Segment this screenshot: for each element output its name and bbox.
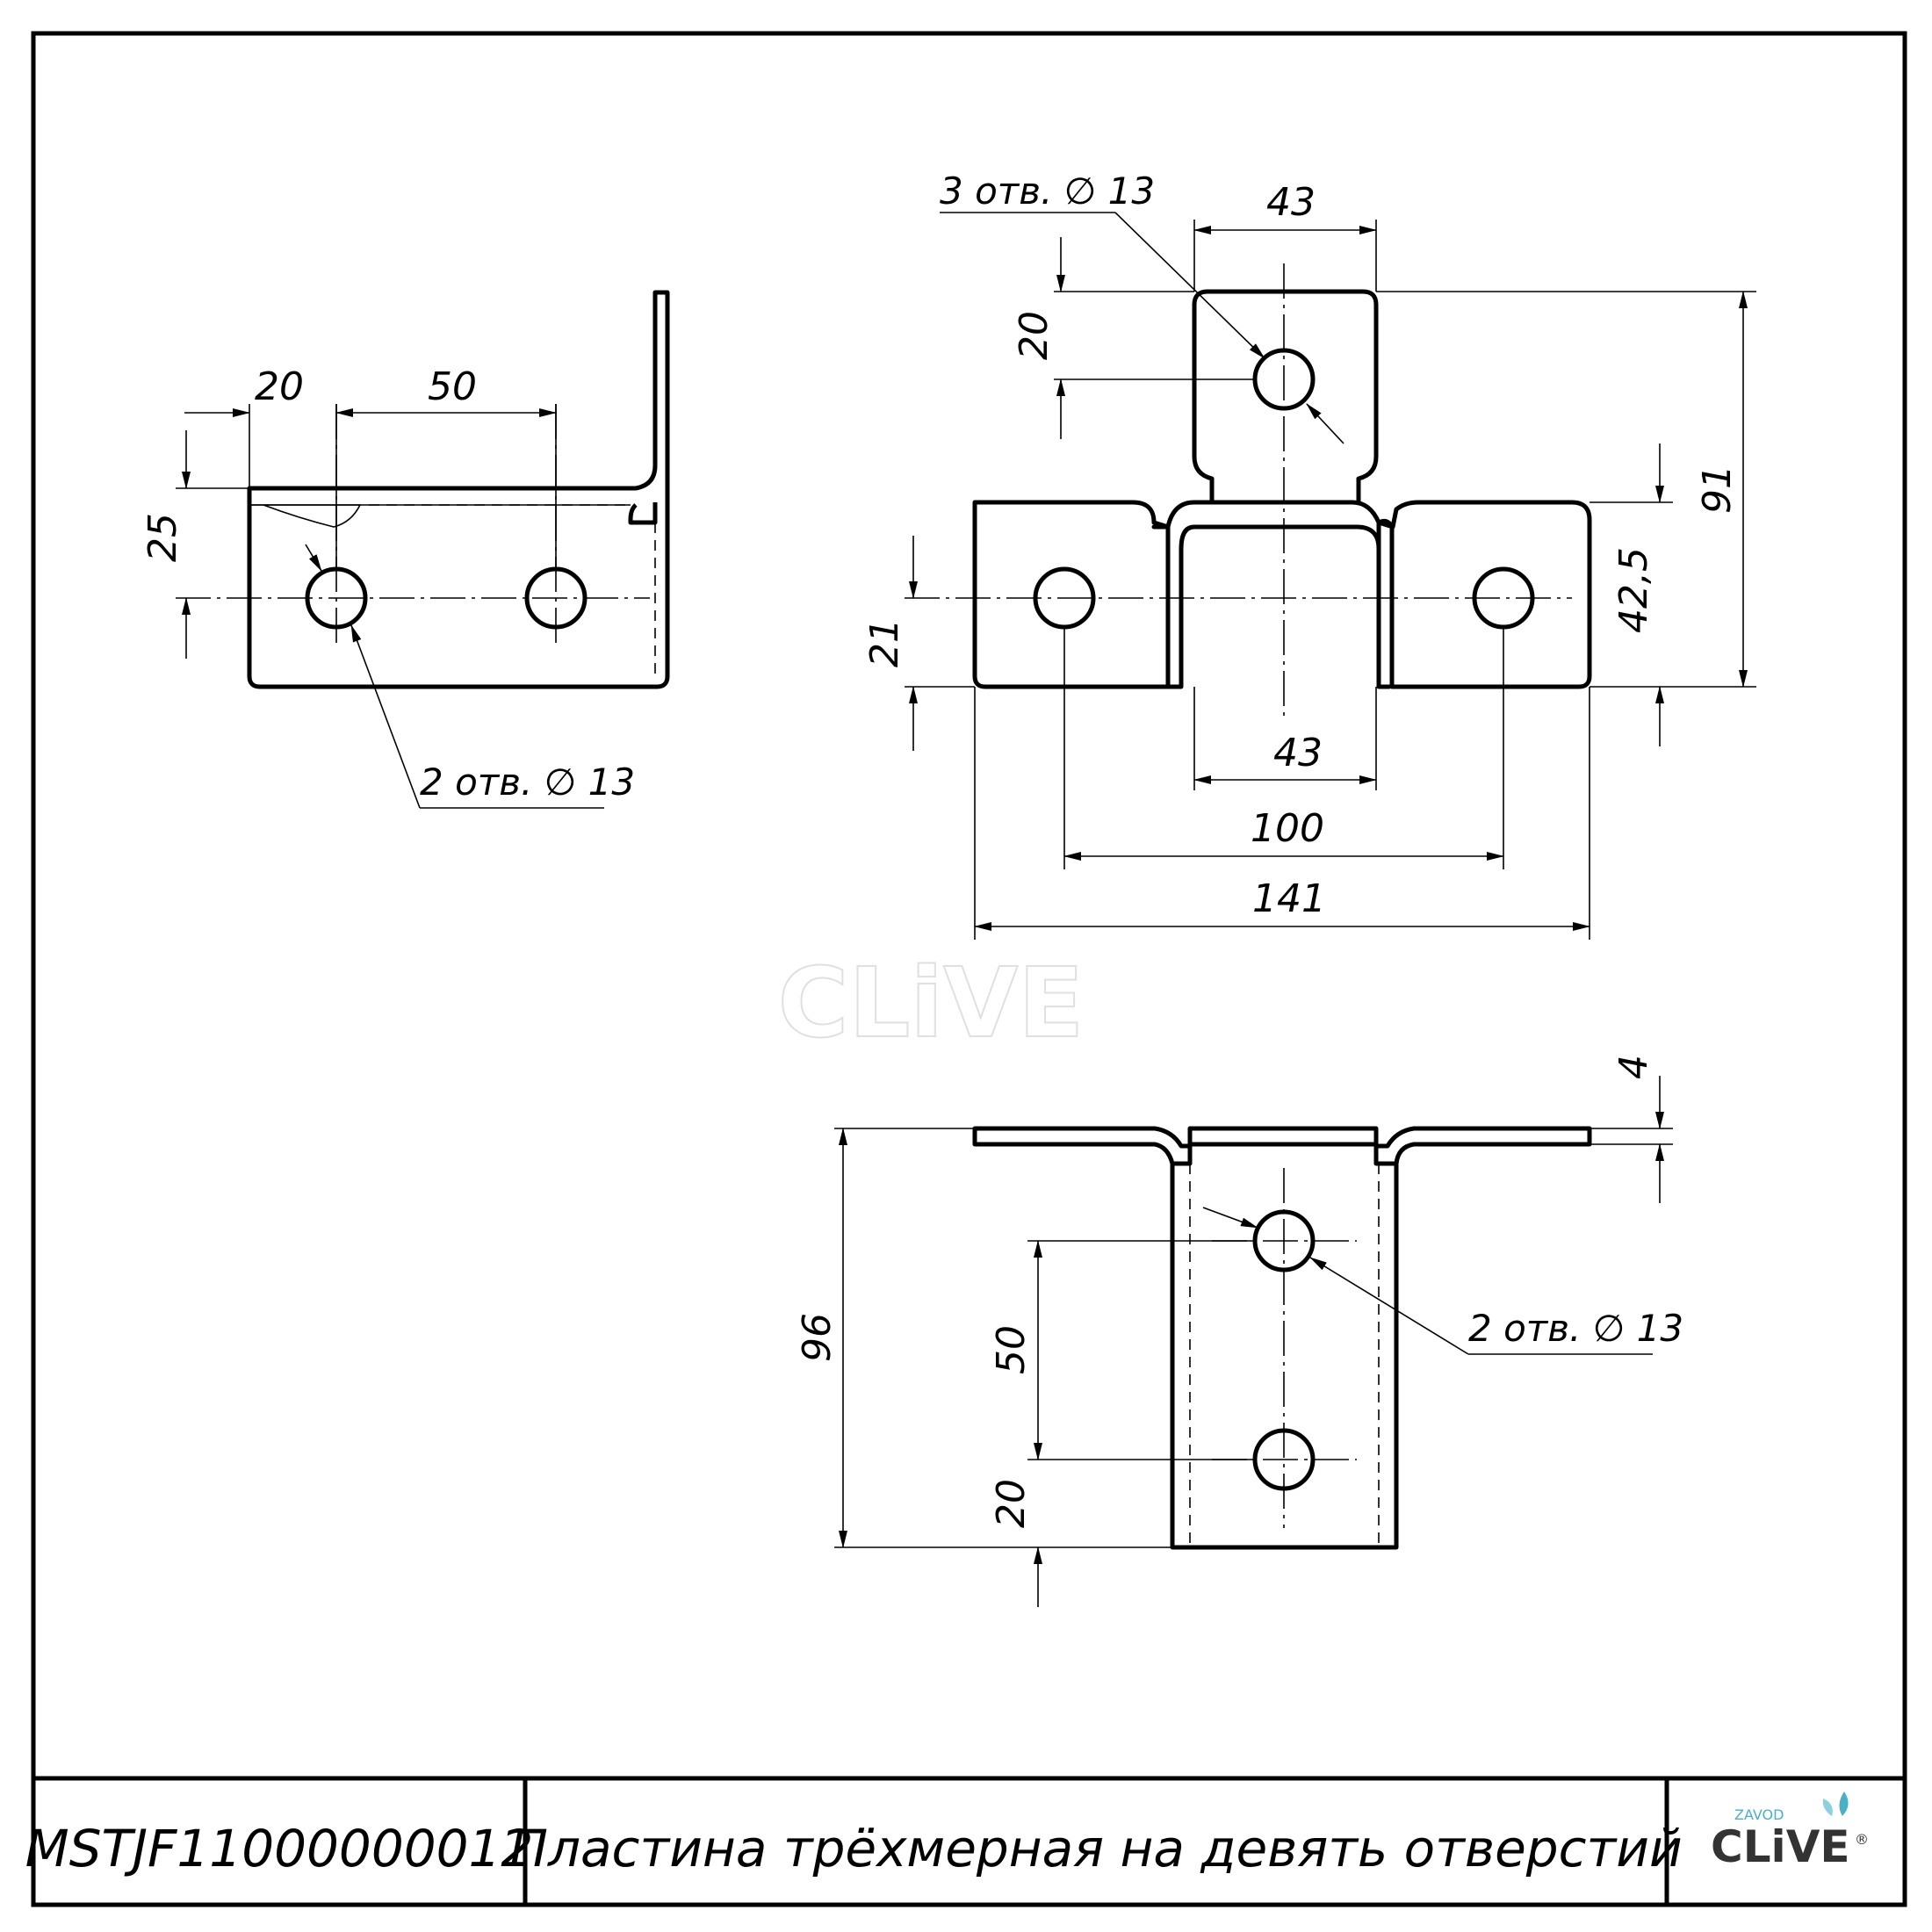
top-dim-43-top: 43 (1266, 180, 1316, 225)
top-dim-91: 91 (1695, 465, 1740, 514)
front-hole-note: 2 отв. ∅ 13 (1468, 1307, 1683, 1350)
top-view-tab (1192, 289, 1379, 502)
side-view-bend (628, 502, 658, 525)
top-view: 43 20 91 42,5 21 43 100 (862, 169, 1756, 940)
logo-mark: ® (1855, 1831, 1869, 1848)
company-logo: ZAVOD CLiVE ® (1711, 1791, 1869, 1872)
watermark: CLiVE (778, 947, 1085, 1059)
side-dim-25: 25 (141, 513, 185, 562)
title-block: MSTJF11000000012 Пластина трёхмерная на … (25, 1776, 1905, 1905)
logo-leaf-icon (1839, 1791, 1849, 1816)
logo-leaf-icon-2 (1822, 1799, 1833, 1816)
front-dim-50: 50 (989, 1325, 1034, 1374)
side-hole-note: 2 отв. ∅ 13 (420, 761, 635, 804)
front-view-top-flange (972, 1126, 1592, 1166)
top-view-outline (972, 500, 1592, 689)
side-view: 20 50 25 2 отв. ∅ 13 (141, 290, 670, 809)
logo-top-text: ZAVOD (1734, 1806, 1784, 1823)
side-dim-20: 20 (255, 364, 304, 409)
drawing-frame (31, 31, 1907, 1907)
front-view: 4 96 50 20 2 отв. ∅ 13 (795, 1055, 1683, 1607)
top-dim-20: 20 (1012, 311, 1056, 360)
front-dim-20: 20 (989, 1479, 1034, 1528)
top-dim-43-bottom: 43 (1273, 731, 1323, 775)
top-dim-21: 21 (862, 618, 907, 667)
top-dim-141: 141 (1252, 876, 1326, 921)
drawing-name: Пластина трёхмерная на девять отверстий (509, 1819, 1682, 1878)
drawing-code: MSTJF11000000012 (25, 1819, 534, 1878)
side-dim-50: 50 (428, 364, 477, 409)
logo-main-text: CLiVE (1711, 1821, 1850, 1872)
front-dim-4: 4 (1611, 1055, 1656, 1079)
front-dim-96: 96 (795, 1313, 840, 1362)
top-dim-42-5: 42,5 (1611, 547, 1656, 633)
front-view-web (1170, 1164, 1399, 1550)
top-hole-note: 3 отв. ∅ 13 (940, 169, 1155, 213)
side-view-outline (247, 290, 670, 689)
top-dim-100: 100 (1251, 806, 1324, 851)
